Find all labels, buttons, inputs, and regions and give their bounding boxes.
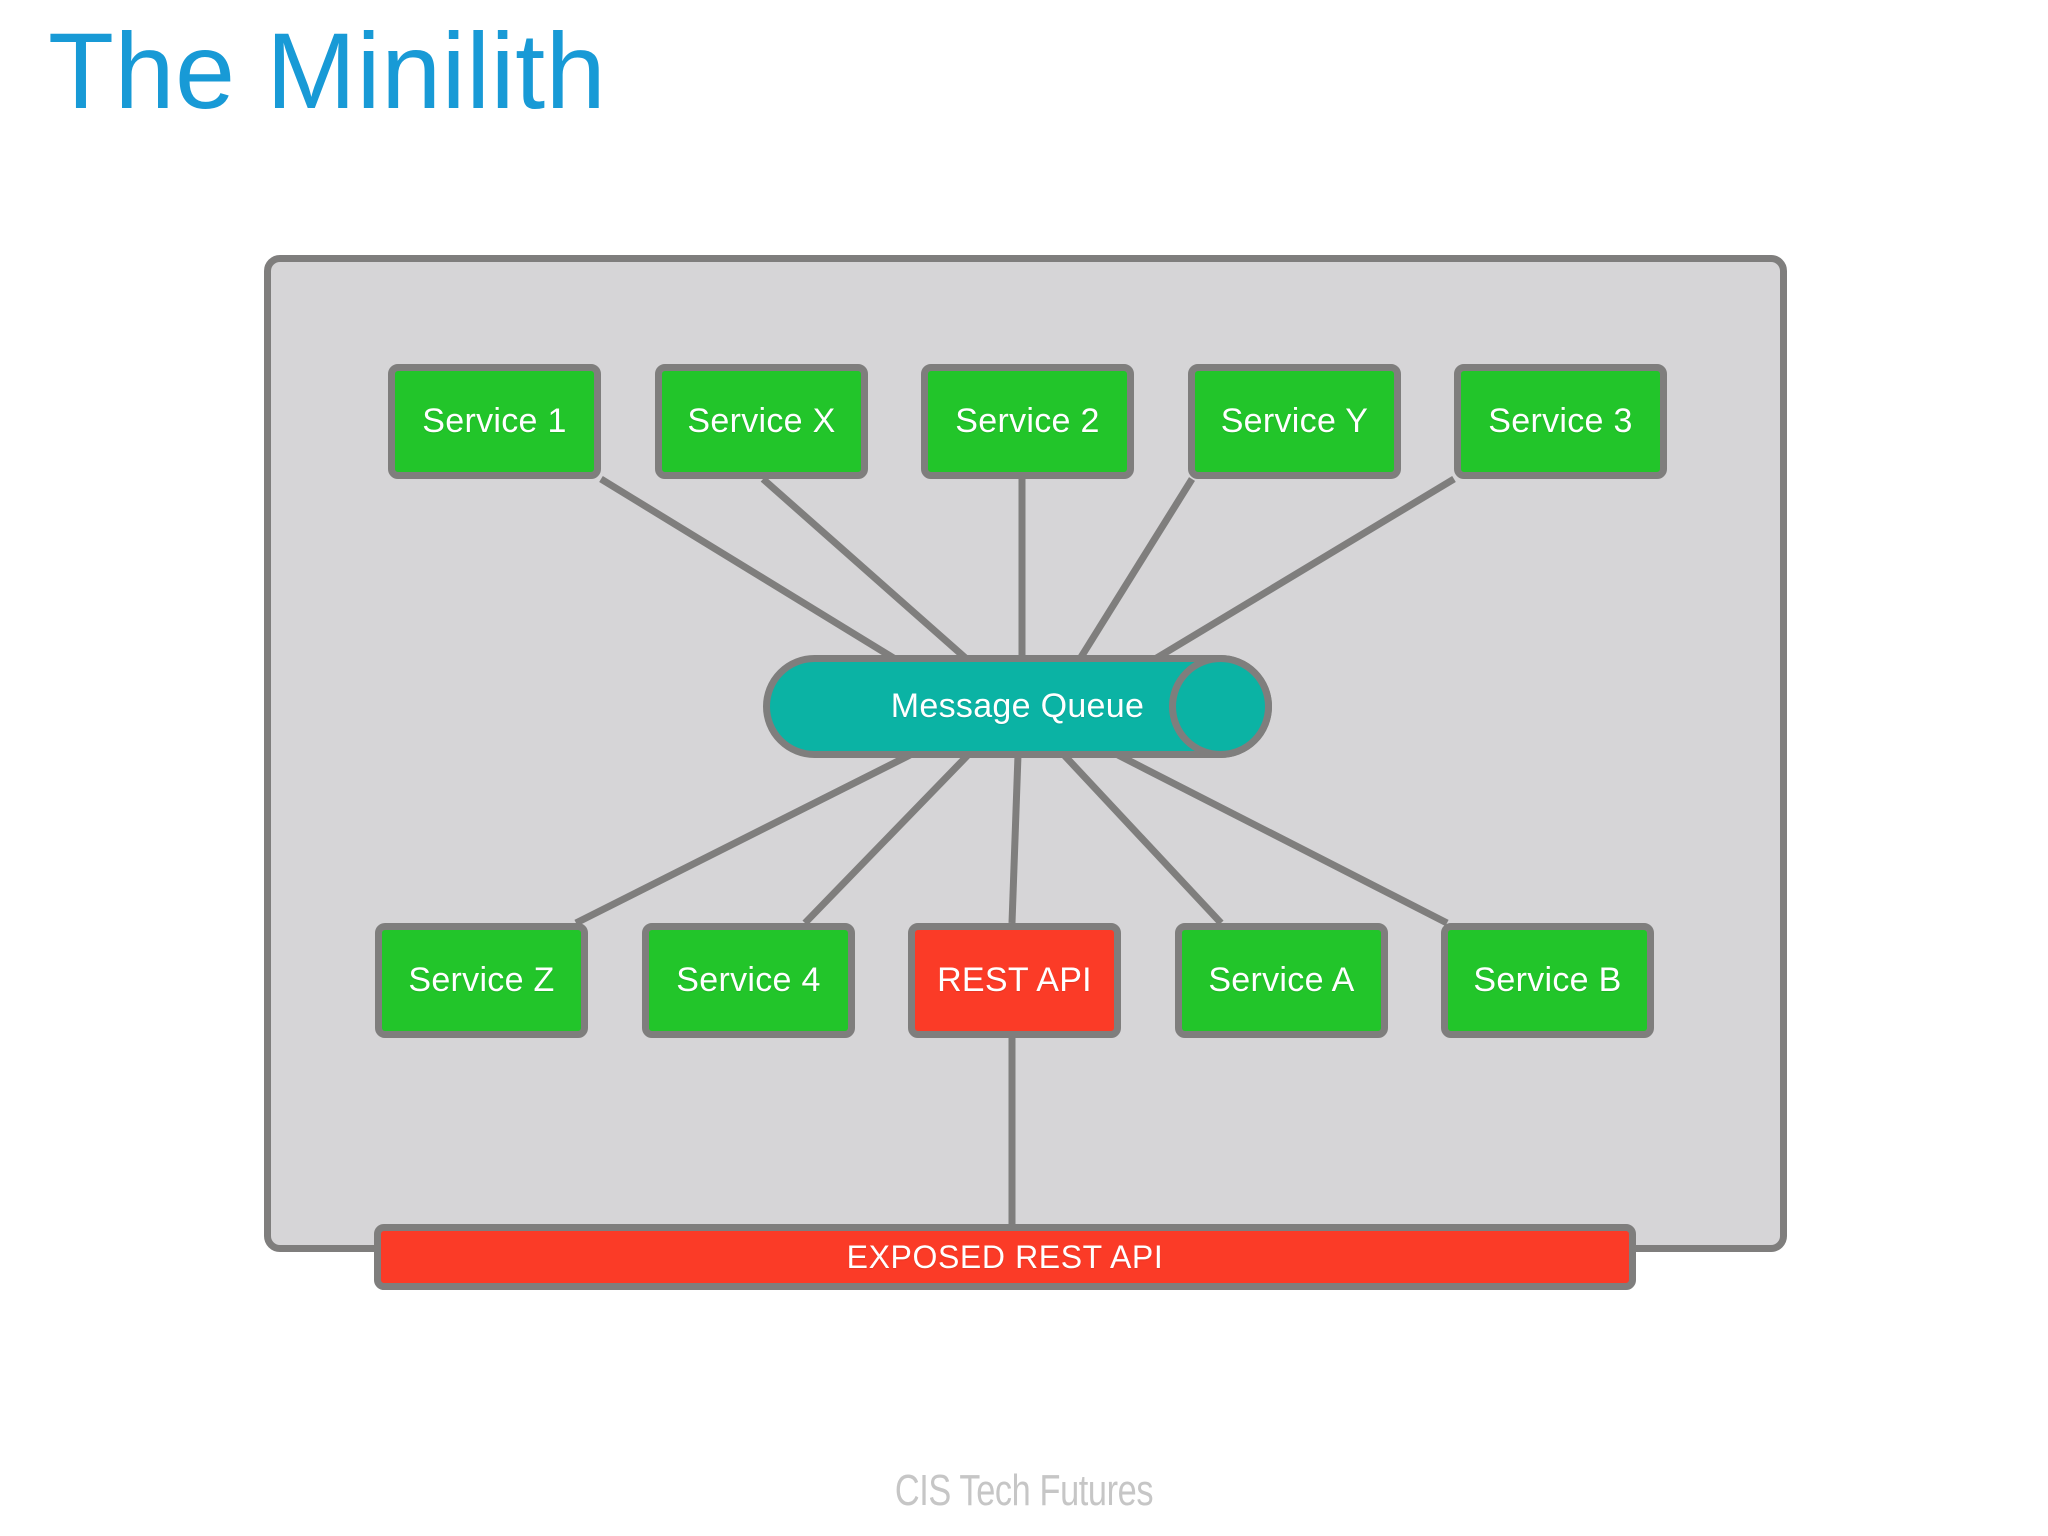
node-label: Message Queue <box>890 687 1145 725</box>
node-service-4[interactable]: Service 4 <box>642 923 855 1038</box>
node-label: REST API <box>937 961 1092 999</box>
page-title: The Minilith <box>48 10 607 131</box>
node-service-3[interactable]: Service 3 <box>1454 364 1667 479</box>
node-service-b[interactable]: Service B <box>1441 923 1654 1038</box>
exposed-rest-api-bar[interactable]: EXPOSED REST API <box>374 1224 1636 1290</box>
node-label: Service Z <box>408 961 555 999</box>
node-service-z[interactable]: Service Z <box>375 923 588 1038</box>
node-service-a[interactable]: Service A <box>1175 923 1388 1038</box>
node-service-y[interactable]: Service Y <box>1188 364 1401 479</box>
footer-brand-logo: CIS Tech Futures <box>894 1466 1154 1515</box>
node-label: Service 3 <box>1488 402 1633 440</box>
node-message-queue[interactable]: Message Queue <box>763 655 1272 758</box>
node-label: Service Y <box>1220 402 1369 440</box>
exposed-rest-api-label: EXPOSED REST API <box>846 1238 1164 1275</box>
node-service-2[interactable]: Service 2 <box>921 364 1134 479</box>
node-label: Service 1 <box>422 402 567 440</box>
node-service-1[interactable]: Service 1 <box>388 364 601 479</box>
node-label: Service A <box>1208 961 1355 999</box>
node-label: Service X <box>687 402 836 440</box>
node-label: Service B <box>1473 961 1622 999</box>
node-service-x[interactable]: Service X <box>655 364 868 479</box>
node-rest-api[interactable]: REST API <box>908 923 1121 1038</box>
node-label: Service 2 <box>955 402 1100 440</box>
node-label: Service 4 <box>676 961 821 999</box>
message-queue-cylinder-cap <box>1169 655 1272 758</box>
